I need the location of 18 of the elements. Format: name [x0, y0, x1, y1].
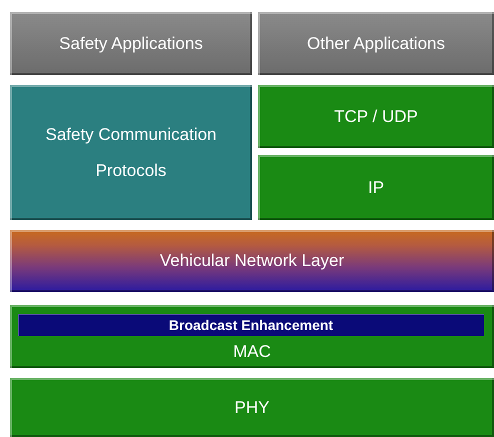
layer-label: Safety Applications: [59, 32, 203, 54]
layer-box: [10, 378, 494, 437]
layer-label: IP: [368, 176, 384, 198]
layer-label: Broadcast Enhancement: [168, 316, 334, 335]
layer-box: [10, 305, 494, 368]
layer-label: Safety Communication Protocols: [44, 124, 218, 182]
layer-label: PHY: [234, 396, 270, 418]
layer-box: [10, 85, 252, 220]
layer-label: Vehicular Network Layer: [160, 250, 344, 272]
layer-box: [258, 12, 494, 75]
layer-box: [10, 12, 252, 75]
layer-box: [10, 230, 494, 292]
layer-box: [258, 85, 494, 148]
layer-label: Other Applications: [307, 32, 445, 54]
layer-label: TCP / UDP: [334, 106, 418, 128]
sublayer-bar: [18, 314, 484, 336]
layer-label: MAC: [233, 341, 271, 363]
layer-box: [258, 155, 494, 220]
